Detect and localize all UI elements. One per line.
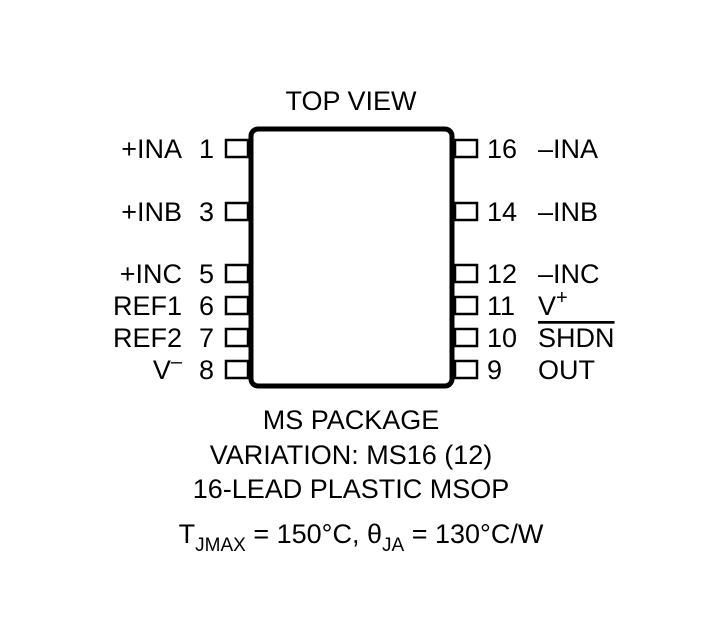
pin-5-number: 5 [199, 259, 214, 289]
tjmax-subscript: JMAX [195, 535, 246, 556]
pin-16-name: –INA [538, 134, 598, 164]
pin-1-lead [224, 138, 250, 159]
pin-7-number: 7 [199, 323, 214, 353]
pin-3-name: +INB [121, 197, 182, 227]
tjmax-symbol: T [179, 519, 196, 549]
pin-8-superscript: – [171, 351, 183, 373]
pin-14-lead [453, 201, 479, 222]
pin-11-name: V+ [538, 287, 568, 321]
pin-12-number: 12 [487, 259, 517, 289]
theta-subscript: JA [382, 535, 405, 556]
pin-10-number: 10 [487, 323, 517, 353]
pin-6-lead [224, 295, 250, 316]
pin-11-lead [453, 295, 479, 316]
theta-value: = 130°C/W [404, 519, 544, 549]
pin-7-name: REF2 [113, 323, 182, 353]
ic-body [248, 126, 455, 389]
diagram-title: TOP VIEW [285, 86, 417, 116]
pin-16-number: 16 [487, 134, 517, 164]
pin-8-number: 8 [199, 355, 214, 385]
pin-6-name: REF1 [113, 291, 182, 321]
pin-14-name: –INB [538, 197, 598, 227]
pin-9-lead [453, 359, 479, 380]
pin-14-number: 14 [487, 197, 517, 227]
pin-16-lead [453, 138, 479, 159]
pin-8-lead [224, 359, 250, 380]
package-line-2: VARIATION: MS16 (12) [210, 440, 493, 470]
pin-5-lead [224, 263, 250, 284]
pin-8-name: V– [153, 351, 183, 385]
package-line-1: MS PACKAGE [263, 405, 440, 435]
package-line-3: 16-LEAD PLASTIC MSOP [193, 474, 510, 504]
pin-9-name: OUT [538, 355, 595, 385]
pin-7-lead [224, 327, 250, 348]
pin-5-name: +INC [120, 259, 182, 289]
pin-3-lead [224, 201, 250, 222]
pin-11-superscript: + [556, 287, 568, 309]
thermal-spec: TJMAX = 150°C, θJA = 130°C/W [179, 519, 544, 556]
pin-1-number: 1 [199, 134, 214, 164]
theta-symbol: θ [367, 519, 382, 549]
pin-10-name: SHDN [538, 323, 615, 353]
pin-12-name: –INC [538, 259, 600, 289]
tjmax-value: = 150°C, [246, 519, 367, 549]
pin-3-number: 3 [199, 197, 214, 227]
pin-6-number: 6 [199, 291, 214, 321]
pin-1-name: +INA [121, 134, 182, 164]
pin-12-lead [453, 263, 479, 284]
pin-11-number: 11 [487, 291, 515, 321]
pin-9-number: 9 [487, 355, 502, 385]
pin-10-lead [453, 327, 479, 348]
